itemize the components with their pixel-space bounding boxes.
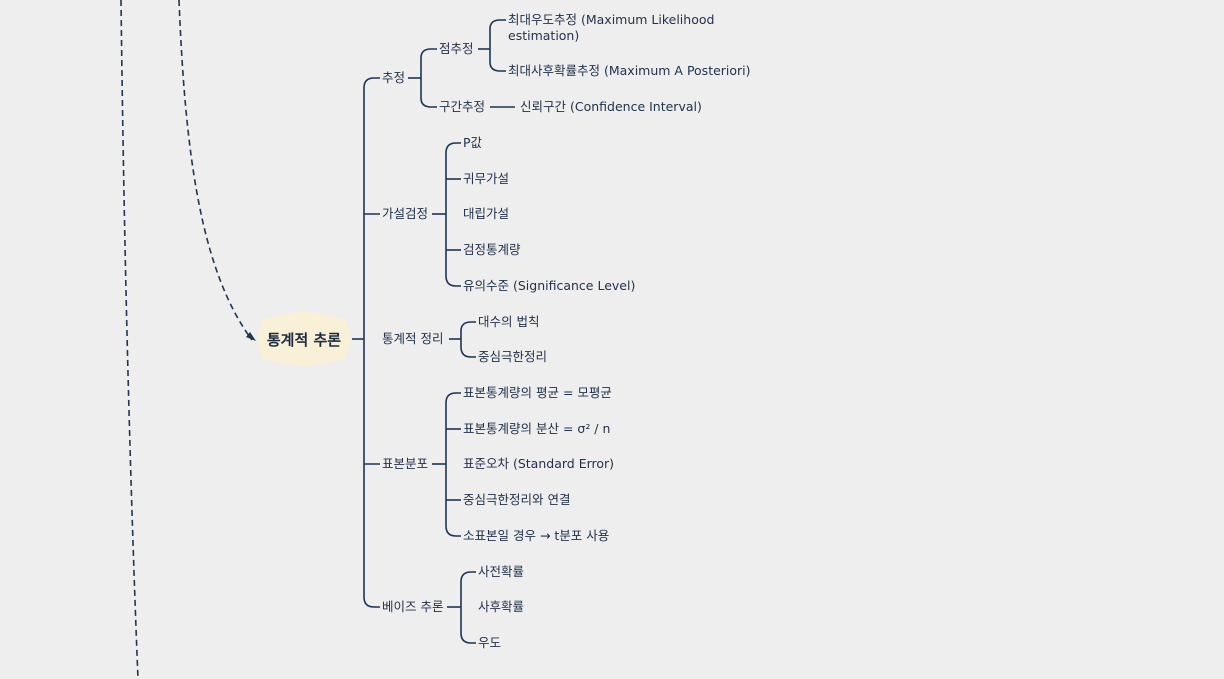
node-sample-mean[interactable]: 표본통계량의 평균 = 모평균 xyxy=(461,385,614,401)
node-null-hypothesis[interactable]: 귀무가설 xyxy=(461,171,512,187)
node-test-statistic[interactable]: 검정통계량 xyxy=(461,242,523,258)
node-interval-estimation[interactable]: 구간추정 xyxy=(437,99,488,115)
node-sampling-distribution[interactable]: 표본분포 xyxy=(380,456,431,472)
node-map[interactable]: 최대사후확률추정 (Maximum A Posteriori) xyxy=(506,63,753,79)
node-estimation[interactable]: 추정 xyxy=(380,70,408,86)
node-prior[interactable]: 사전확률 xyxy=(476,564,527,580)
node-law-of-large-numbers[interactable]: 대수의 법칙 xyxy=(476,314,542,330)
node-sample-variance[interactable]: 표본통계량의 분산 = σ² / n xyxy=(461,421,613,437)
dashed-relation-line xyxy=(120,0,139,679)
root-node-label: 통계적 추론 xyxy=(266,330,342,349)
node-clt-connection[interactable]: 중심극한정리와 연결 xyxy=(461,492,573,508)
node-statistical-theorems[interactable]: 통계적 정리 xyxy=(380,331,446,347)
node-posterior[interactable]: 사후확률 xyxy=(476,599,527,615)
node-mle[interactable]: 최대우도추정 (Maximum Likelihood estimation) xyxy=(506,12,740,44)
node-alternative-hypothesis[interactable]: 대립가설 xyxy=(461,206,512,222)
node-p-value[interactable]: P값 xyxy=(461,135,485,151)
node-significance-level[interactable]: 유의수준 (Significance Level) xyxy=(461,278,638,294)
node-likelihood[interactable]: 우도 xyxy=(476,635,504,651)
root-node-shape xyxy=(257,311,351,367)
node-small-sample-t[interactable]: 소표본일 경우 → t분포 사용 xyxy=(461,528,612,544)
node-central-limit-theorem[interactable]: 중심극한정리 xyxy=(476,349,550,365)
node-bayesian-inference[interactable]: 베이즈 추론 xyxy=(380,599,446,615)
node-hypothesis-testing[interactable]: 가설검정 xyxy=(380,206,431,222)
dashed-relation-arrow-line xyxy=(178,0,253,341)
arrow-head-icon xyxy=(246,332,256,341)
node-standard-error[interactable]: 표준오차 (Standard Error) xyxy=(461,456,617,472)
root-node[interactable]: 통계적 추론 xyxy=(256,310,352,368)
node-confidence-interval[interactable]: 신뢰구간 (Confidence Interval) xyxy=(518,99,704,115)
node-point-estimation[interactable]: 점추정 xyxy=(437,41,476,57)
